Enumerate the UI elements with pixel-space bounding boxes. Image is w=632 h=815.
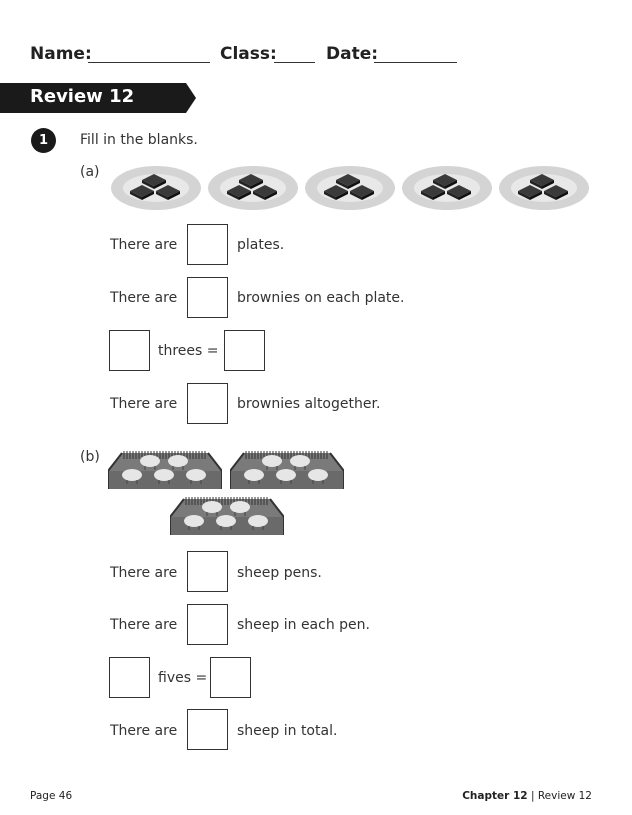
sheep — [202, 501, 222, 516]
b1-answer-box[interactable] — [187, 551, 228, 592]
sheep — [216, 515, 236, 530]
class-field[interactable] — [274, 62, 315, 63]
b4-before: There are — [110, 723, 178, 739]
brownie-plates-image — [108, 165, 593, 211]
a2-after: brownies on each plate. — [237, 290, 405, 306]
sheep — [168, 455, 188, 470]
b1-after: sheep pens. — [237, 565, 322, 581]
a4-after: brownies altogether. — [237, 396, 381, 412]
page-number: Page 46 — [30, 790, 73, 802]
sheep — [140, 455, 160, 470]
date-label: Date: — [326, 44, 379, 64]
review-banner — [0, 83, 196, 113]
plate — [402, 166, 492, 210]
plate — [499, 166, 589, 210]
sheep — [186, 469, 206, 484]
part-a-label: (a) — [80, 164, 100, 180]
sheep — [244, 469, 264, 484]
a1-after: plates. — [237, 237, 285, 253]
review-title: Review 12 — [30, 86, 135, 107]
sheep — [290, 455, 310, 470]
chapter-label: Chapter 12 — [462, 790, 528, 802]
class-label: Class: — [220, 44, 277, 64]
a2-before: There are — [110, 290, 178, 306]
b3-answer-box-2[interactable] — [210, 657, 251, 698]
part-b-label: (b) — [80, 449, 100, 465]
b1-before: There are — [110, 565, 178, 581]
instruction: Fill in the blanks. — [80, 132, 198, 148]
b2-before: There are — [110, 617, 178, 633]
b2-answer-box[interactable] — [187, 604, 228, 645]
a4-before: There are — [110, 396, 178, 412]
date-field[interactable] — [374, 62, 457, 63]
sheep — [308, 469, 328, 484]
b3-answer-box-1[interactable] — [109, 657, 150, 698]
a3-answer-box-2[interactable] — [224, 330, 265, 371]
plate — [111, 166, 201, 210]
b4-after: sheep in total. — [237, 723, 338, 739]
sheep — [248, 515, 268, 530]
footer-separator: | — [530, 790, 535, 802]
b3-middle: fives = — [158, 670, 208, 686]
sheep-pen-image — [229, 449, 345, 495]
question-number: 1 — [31, 128, 56, 153]
plate — [208, 166, 298, 210]
a3-middle: threes = — [158, 343, 219, 359]
name-label: Name: — [30, 44, 92, 64]
b4-answer-box[interactable] — [187, 709, 228, 750]
chapter-footer: Chapter 12 | Review 12 — [462, 790, 592, 802]
section-label: Review 12 — [537, 790, 592, 802]
sheep — [122, 469, 142, 484]
name-field[interactable] — [88, 62, 210, 63]
a4-answer-box[interactable] — [187, 383, 228, 424]
a1-answer-box[interactable] — [187, 224, 228, 265]
a3-answer-box-1[interactable] — [109, 330, 150, 371]
sheep — [276, 469, 296, 484]
plate — [305, 166, 395, 210]
sheep — [262, 455, 282, 470]
b2-after: sheep in each pen. — [237, 617, 370, 633]
sheep — [184, 515, 204, 530]
sheep-pen-image — [107, 449, 223, 495]
sheep — [154, 469, 174, 484]
a2-answer-box[interactable] — [187, 277, 228, 318]
sheep-pen-image — [169, 495, 285, 541]
sheep — [230, 501, 250, 516]
a1-before: There are — [110, 237, 178, 253]
